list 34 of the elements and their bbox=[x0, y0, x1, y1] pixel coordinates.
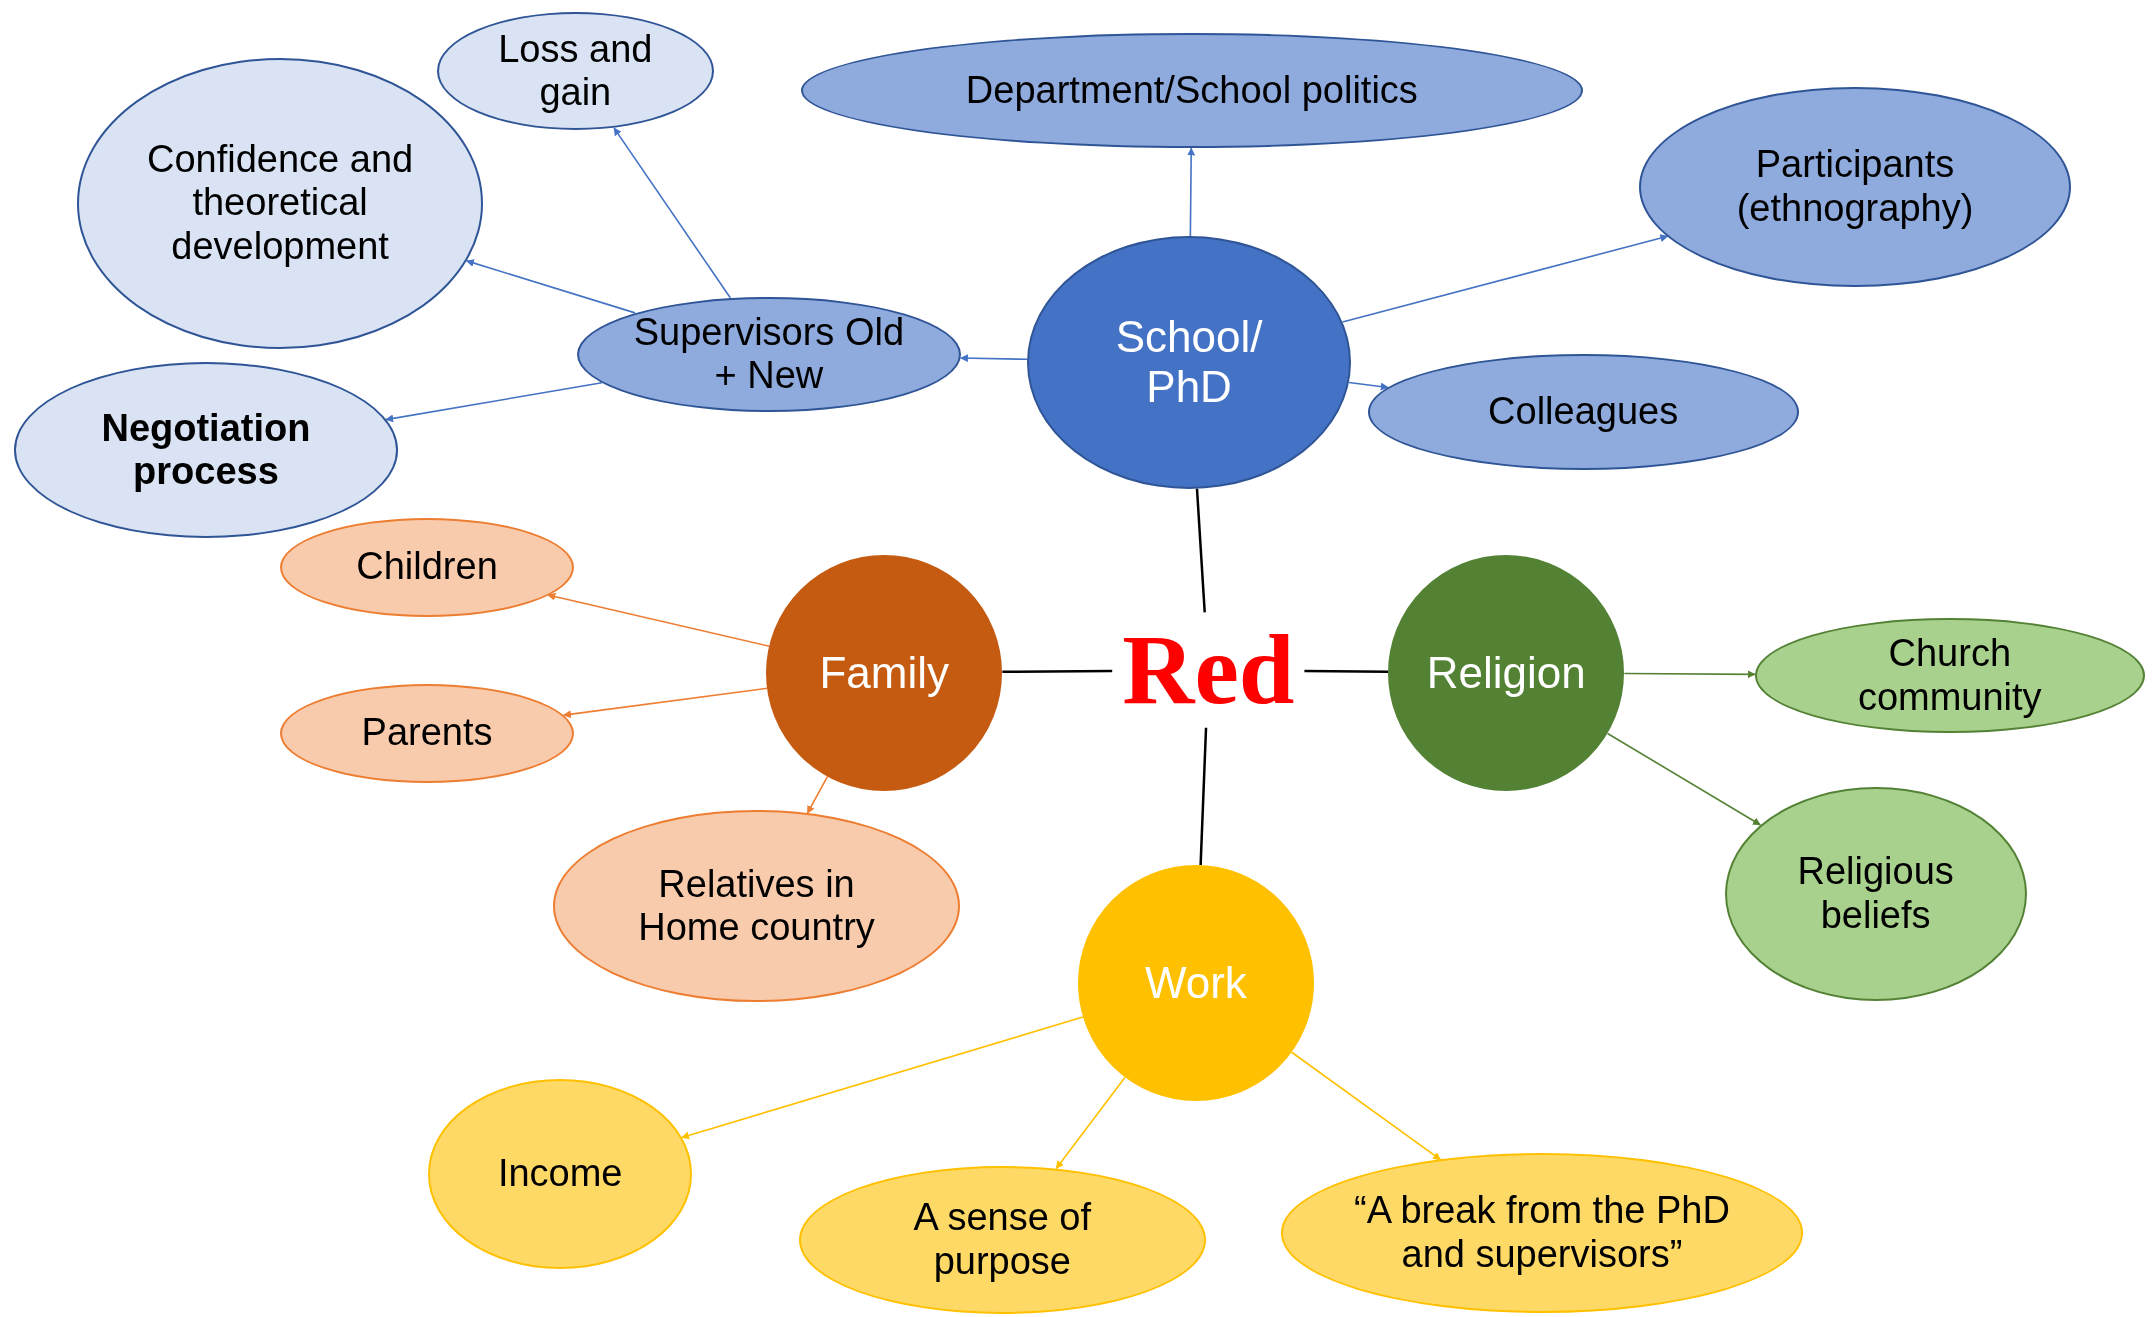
connector-line bbox=[1002, 669, 1113, 674]
node-label: Work bbox=[1145, 957, 1247, 1009]
node-label: Supervisors Old + New bbox=[632, 310, 906, 398]
node-label: Colleagues bbox=[1488, 390, 1679, 434]
connector-line bbox=[1304, 669, 1389, 673]
node-label: Negotiation process bbox=[100, 406, 312, 495]
center-title: Red bbox=[1122, 620, 1295, 721]
node-label: School/ PhD bbox=[1114, 311, 1264, 414]
arrow bbox=[465, 259, 636, 314]
node-label: Confidence and theoretical development bbox=[146, 137, 415, 269]
arrow bbox=[1290, 1051, 1442, 1161]
node-label: Relatives in Home country bbox=[637, 862, 876, 950]
arrow bbox=[681, 1016, 1084, 1140]
node-label: Parents bbox=[361, 711, 493, 756]
arrow bbox=[959, 354, 1028, 363]
node-label: Religion bbox=[1426, 647, 1586, 699]
node-label: Children bbox=[356, 545, 498, 589]
connector-line bbox=[1199, 727, 1208, 866]
arrow bbox=[1348, 381, 1389, 391]
arrow bbox=[1606, 732, 1761, 826]
arrow bbox=[1187, 147, 1196, 237]
node-label: “A break from the PhD and supervisors” bbox=[1353, 1189, 1731, 1277]
node-label: A sense of purpose bbox=[912, 1196, 1093, 1284]
node-label: Church community bbox=[1856, 631, 2043, 720]
connector-line bbox=[1195, 488, 1206, 613]
node-label: Family bbox=[819, 647, 950, 699]
node-label: Department/School politics bbox=[965, 68, 1418, 113]
node-label: Participants (ethnography) bbox=[1735, 143, 1975, 231]
arrow bbox=[385, 381, 603, 423]
node-label: Income bbox=[497, 1152, 623, 1196]
arrow bbox=[547, 592, 770, 647]
node-label: Religious beliefs bbox=[1796, 850, 1955, 938]
arrow bbox=[563, 687, 768, 719]
node-label: Loss and gain bbox=[497, 27, 654, 116]
